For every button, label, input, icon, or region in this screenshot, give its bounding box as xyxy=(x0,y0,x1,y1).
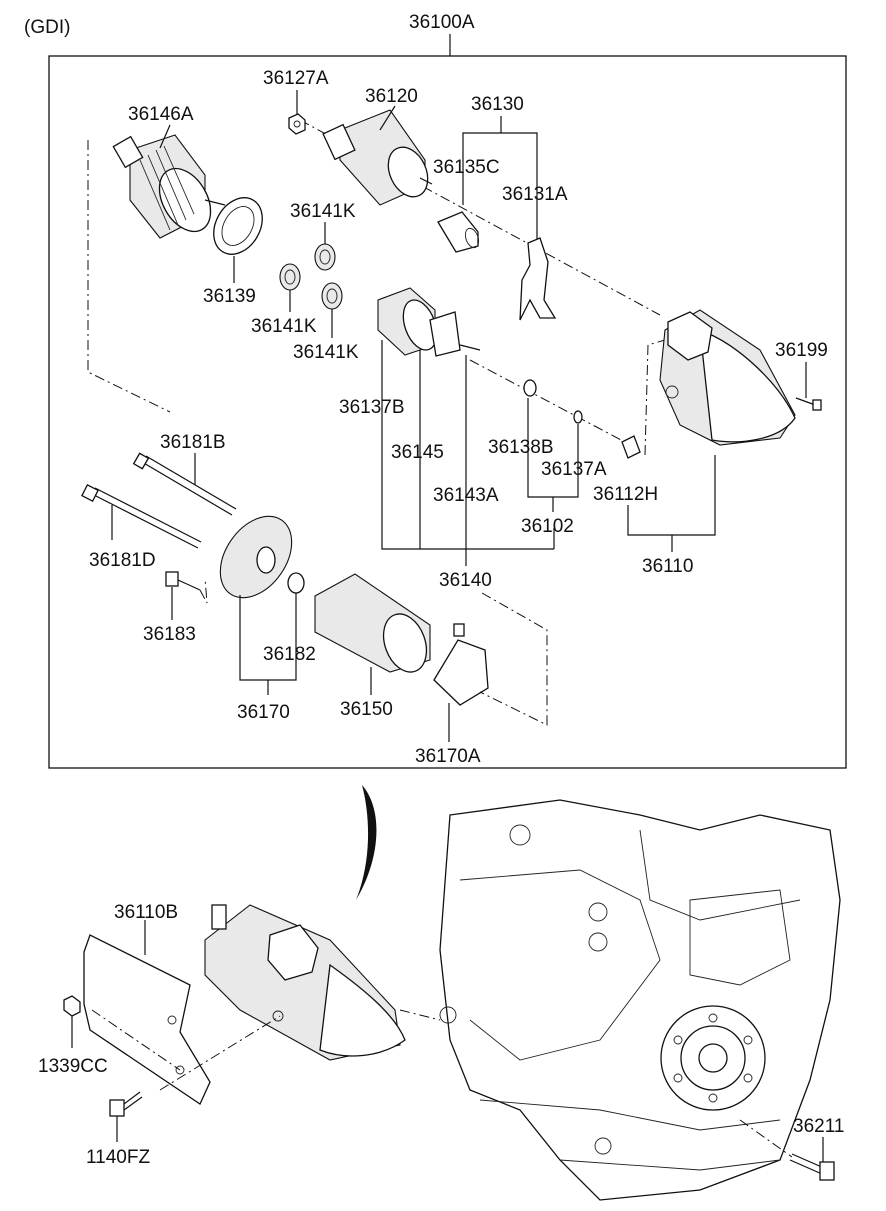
label-36141K-b: 36141K xyxy=(251,316,317,337)
label-36145: 36145 xyxy=(391,442,444,463)
label-36181B: 36181B xyxy=(160,432,226,453)
plunger-part xyxy=(437,211,480,253)
bolt-36211-part xyxy=(789,1153,835,1181)
leader-36146A xyxy=(159,124,171,149)
engine-block-part xyxy=(439,799,841,1201)
bracket-36140-line-a xyxy=(381,340,554,550)
label-36141K-c: 36141K xyxy=(293,342,359,363)
yoke-part xyxy=(314,573,431,673)
label-36135C: 36135C xyxy=(433,157,500,178)
heat-shield-part xyxy=(83,934,211,1105)
bracket-36170 xyxy=(239,593,297,681)
rear-bushing-part xyxy=(287,572,305,594)
label-36140: 36140 xyxy=(439,570,492,591)
nut-1339CC-part xyxy=(63,995,81,1017)
brush-holder-guide xyxy=(479,592,548,726)
housing-dash-guide xyxy=(644,339,666,456)
label-36199: 36199 xyxy=(775,340,828,361)
label-36120: 36120 xyxy=(365,86,418,107)
shield-nut-guide xyxy=(91,1009,181,1071)
snap-ring-part xyxy=(573,410,583,424)
label-36182: 36182 xyxy=(263,644,316,665)
label-36183: 36183 xyxy=(143,624,196,645)
label-36110B: 36110B xyxy=(114,902,178,923)
planet-gear-1-part xyxy=(314,243,336,271)
through-bolt-36181D-part xyxy=(81,484,202,549)
planet-gear-3-part xyxy=(321,282,343,310)
brush-holder-ring-part xyxy=(213,197,263,255)
label-36211: 36211 xyxy=(793,1116,844,1137)
variant-label: (GDI) xyxy=(24,17,70,38)
label-36112H: 36112H xyxy=(593,484,658,505)
solenoid-part xyxy=(322,109,433,206)
engine-mount-guide xyxy=(399,1009,441,1021)
label-36181D: 36181D xyxy=(89,550,156,571)
label-36131A: 36131A xyxy=(502,184,568,205)
assembly-label: 36100A xyxy=(409,12,475,33)
through-bolt-36181B-part xyxy=(132,452,237,516)
screw-36199-part xyxy=(795,397,822,411)
bolt-1140FZ-part xyxy=(109,1091,143,1117)
label-36143A: 36143A xyxy=(433,485,499,506)
rear-cover-part xyxy=(219,515,293,599)
label-36138B: 36138B xyxy=(488,437,554,458)
assembly-frame xyxy=(48,55,847,769)
label-36110: 36110 xyxy=(642,556,693,577)
drive-gear-assembly-part xyxy=(377,287,481,357)
label-36139: 36139 xyxy=(203,286,256,307)
leader-36120 xyxy=(379,105,396,131)
label-1339CC: 1339CC xyxy=(38,1056,108,1077)
label-36137B: 36137B xyxy=(339,397,405,418)
screw-36183-part xyxy=(165,571,201,591)
armature-part xyxy=(112,134,226,239)
starter-motor-part xyxy=(204,904,406,1061)
label-1140FZ: 1140FZ xyxy=(86,1147,150,1168)
brush-holder-part xyxy=(433,623,489,706)
planet-gear-2-part xyxy=(279,263,301,291)
starter-bolt-guide xyxy=(159,1015,281,1091)
label-36170: 36170 xyxy=(237,702,290,723)
label-36130: 36130 xyxy=(471,94,524,115)
label-36146A: 36146A xyxy=(128,104,194,125)
label-36127A: 36127A xyxy=(263,68,329,89)
screw-36183-guide xyxy=(199,577,208,604)
install-arrow xyxy=(356,785,377,900)
stop-ring-part xyxy=(523,379,537,397)
front-housing-part xyxy=(659,309,796,446)
fork-lever-part xyxy=(519,237,557,321)
label-36137A: 36137A xyxy=(541,459,607,480)
nut-36127A-part xyxy=(288,113,306,135)
label-36150: 36150 xyxy=(340,699,393,720)
label-36102: 36102 xyxy=(521,516,574,537)
axis-line-lower xyxy=(469,359,641,451)
bushing-part xyxy=(621,435,641,459)
label-36170A: 36170A xyxy=(415,746,481,767)
label-36141K-a: 36141K xyxy=(290,201,356,222)
bracket-36130 xyxy=(462,132,538,245)
